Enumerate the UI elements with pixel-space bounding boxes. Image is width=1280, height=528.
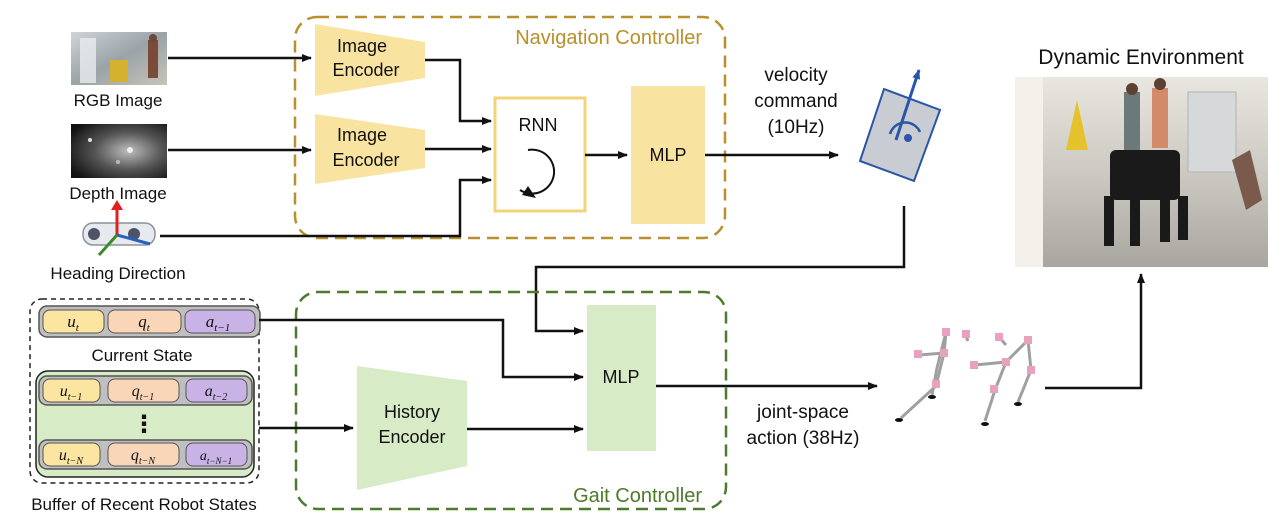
image-encoder-depth-label-1: Image [337, 125, 387, 145]
gait-mlp-block [587, 305, 656, 451]
navigation-controller-title: Navigation Controller [515, 27, 702, 49]
current-a-cell [184, 309, 256, 334]
axis-forward-icon [116, 233, 151, 246]
history-encoder [357, 366, 467, 490]
action-label-2: action (38Hz) [747, 428, 860, 449]
last-a-cell [185, 442, 248, 467]
velocity-label-2: command [754, 91, 837, 112]
history-ellipsis: ⋮ [132, 411, 156, 438]
last-u-cell [42, 442, 101, 467]
gait-mlp-label: MLP [602, 367, 639, 387]
image-encoder-depth-label-2: Encoder [332, 150, 399, 170]
arrow-action-to-environment [1045, 273, 1145, 390]
depth-image-thumbnail [71, 124, 167, 178]
arrow-current-state-to-mlp [259, 318, 584, 381]
current-q-symbol: qt [138, 312, 151, 334]
state-buffer: ut qt at−1 Current State ut−1 qt−1 at−2 … [29, 298, 261, 514]
rgb-image-label: RGB Image [74, 91, 163, 110]
current-q-cell [107, 309, 182, 334]
arrow-heading-to-rnn [160, 176, 492, 238]
velocity-label-3: (10Hz) [767, 117, 824, 138]
rnn-label: RNN [519, 115, 558, 135]
last-u-symbol: ut−N [59, 447, 85, 467]
prev-a-symbol: at−2 [205, 383, 228, 403]
history-encoder-label-2: Encoder [378, 427, 445, 447]
heading-direction-label: Heading Direction [50, 264, 185, 283]
joint-space-skeleton-icon [899, 331, 1033, 422]
velocity-command: velocity command (10Hz) [754, 65, 942, 183]
buffer-outer-border [29, 298, 260, 484]
joint-markers [914, 328, 1035, 393]
image-encoder-rgb-label-2: Encoder [332, 60, 399, 80]
quadruped-robot-photo [1110, 150, 1180, 200]
last-q-symbol: qt−N [131, 447, 157, 467]
gait-arrows [259, 273, 1145, 433]
image-encoder-rgb-label-1: Image [337, 36, 387, 56]
axis-side-icon [97, 233, 119, 257]
foot-contacts [895, 395, 1022, 426]
image-encoder-rgb [315, 24, 425, 96]
history-encoder-label-1: History [384, 402, 440, 422]
last-q-cell [107, 442, 180, 467]
prev-q-cell [107, 378, 180, 403]
arrow-command-to-gait-mlp [534, 206, 906, 335]
arrow-encoder1-to-rnn [425, 58, 492, 125]
current-state-label: Current State [91, 346, 192, 365]
last-a-symbol: at−N−1 [200, 449, 232, 466]
dynamic-environment: Dynamic Environment [1015, 46, 1268, 267]
image-encoder-depth [315, 114, 425, 184]
yaw-rate-icon [888, 121, 922, 135]
gait-controller-border [294, 290, 728, 511]
velocity-direction-arrow-icon [894, 69, 921, 141]
prev-q-symbol: qt−1 [132, 383, 155, 403]
current-u-cell [42, 309, 105, 334]
velocity-label-1: velocity [764, 65, 828, 86]
buffer-label: Buffer of Recent Robot States [31, 495, 257, 514]
current-a-symbol: at−1 [206, 312, 230, 334]
rgb-image: RGB Image [71, 32, 167, 110]
current-u-symbol: ut [67, 312, 80, 334]
navigation-controller-border [293, 15, 727, 240]
environment-title: Dynamic Environment [1038, 46, 1244, 69]
gait-controller: Gait Controller History Encoder MLP [294, 290, 728, 511]
velocity-command-card [858, 87, 942, 183]
recurrence-arrowhead-icon [522, 186, 536, 198]
depth-image-label: Depth Image [69, 184, 166, 203]
gait-controller-title: Gait Controller [573, 485, 702, 507]
navigation-arrows [160, 54, 839, 238]
prev-u-symbol: ut−1 [60, 383, 83, 403]
depth-image: Depth Image [69, 124, 167, 203]
heading-direction: Heading Direction [50, 200, 186, 283]
prev-u-cell [42, 378, 101, 403]
navigation-mlp-block [631, 86, 705, 224]
prev-a-cell [185, 378, 248, 403]
navigation-controller: Navigation Controller Image Encoder Imag… [293, 15, 727, 240]
navigation-mlp-label: MLP [649, 145, 686, 165]
action-label-1: joint-space [756, 402, 849, 423]
